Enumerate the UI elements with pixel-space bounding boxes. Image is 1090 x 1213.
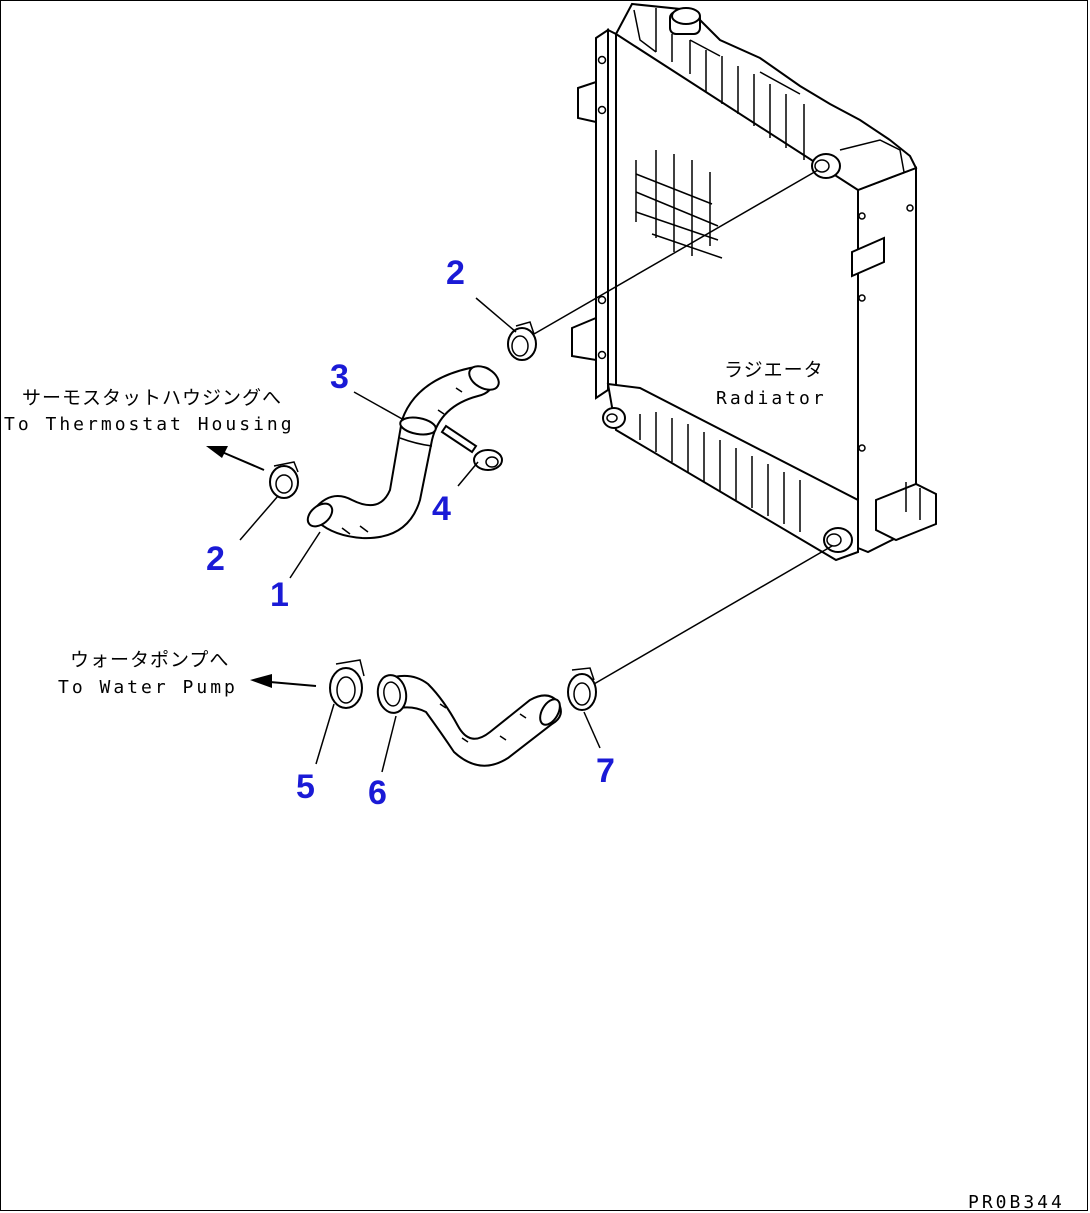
callout-4: 4 xyxy=(432,490,451,528)
callout-2-left: 2 xyxy=(206,540,225,578)
hose-clamp-5 xyxy=(329,659,365,709)
hose-clamp-7 xyxy=(567,667,597,711)
arrow-to-water-pump xyxy=(250,674,317,688)
drawing-code: PR0B344 xyxy=(968,1192,1065,1213)
callout-1: 1 xyxy=(270,576,289,614)
arrow-to-thermostat xyxy=(206,446,265,471)
lower-hose xyxy=(376,674,562,767)
thermostat-label-en: To Thermostat Housing xyxy=(4,414,295,435)
radiator-label-jp: ラジエータ xyxy=(724,359,824,381)
assembly-lines xyxy=(239,169,833,773)
thermostat-label-jp: サーモスタットハウジングへ xyxy=(22,387,282,409)
callout-3: 3 xyxy=(330,358,349,396)
radiator-label-en: Radiator xyxy=(716,388,827,409)
radiator xyxy=(571,2,937,562)
callout-5: 5 xyxy=(296,768,315,806)
callout-2-upper: 2 xyxy=(446,254,465,292)
water-pump-label-en: To Water Pump xyxy=(58,677,238,698)
water-pump-label-jp: ウォータポンプへ xyxy=(70,649,229,671)
part-4-plug xyxy=(440,424,503,471)
callout-6: 6 xyxy=(368,774,387,812)
callout-7: 7 xyxy=(596,752,615,790)
hose-clamp-3 xyxy=(399,416,437,436)
upper-hose xyxy=(306,365,500,540)
hose-clamp-2-thermostat xyxy=(269,461,299,499)
hose-clamp-2-radiator xyxy=(507,321,537,361)
